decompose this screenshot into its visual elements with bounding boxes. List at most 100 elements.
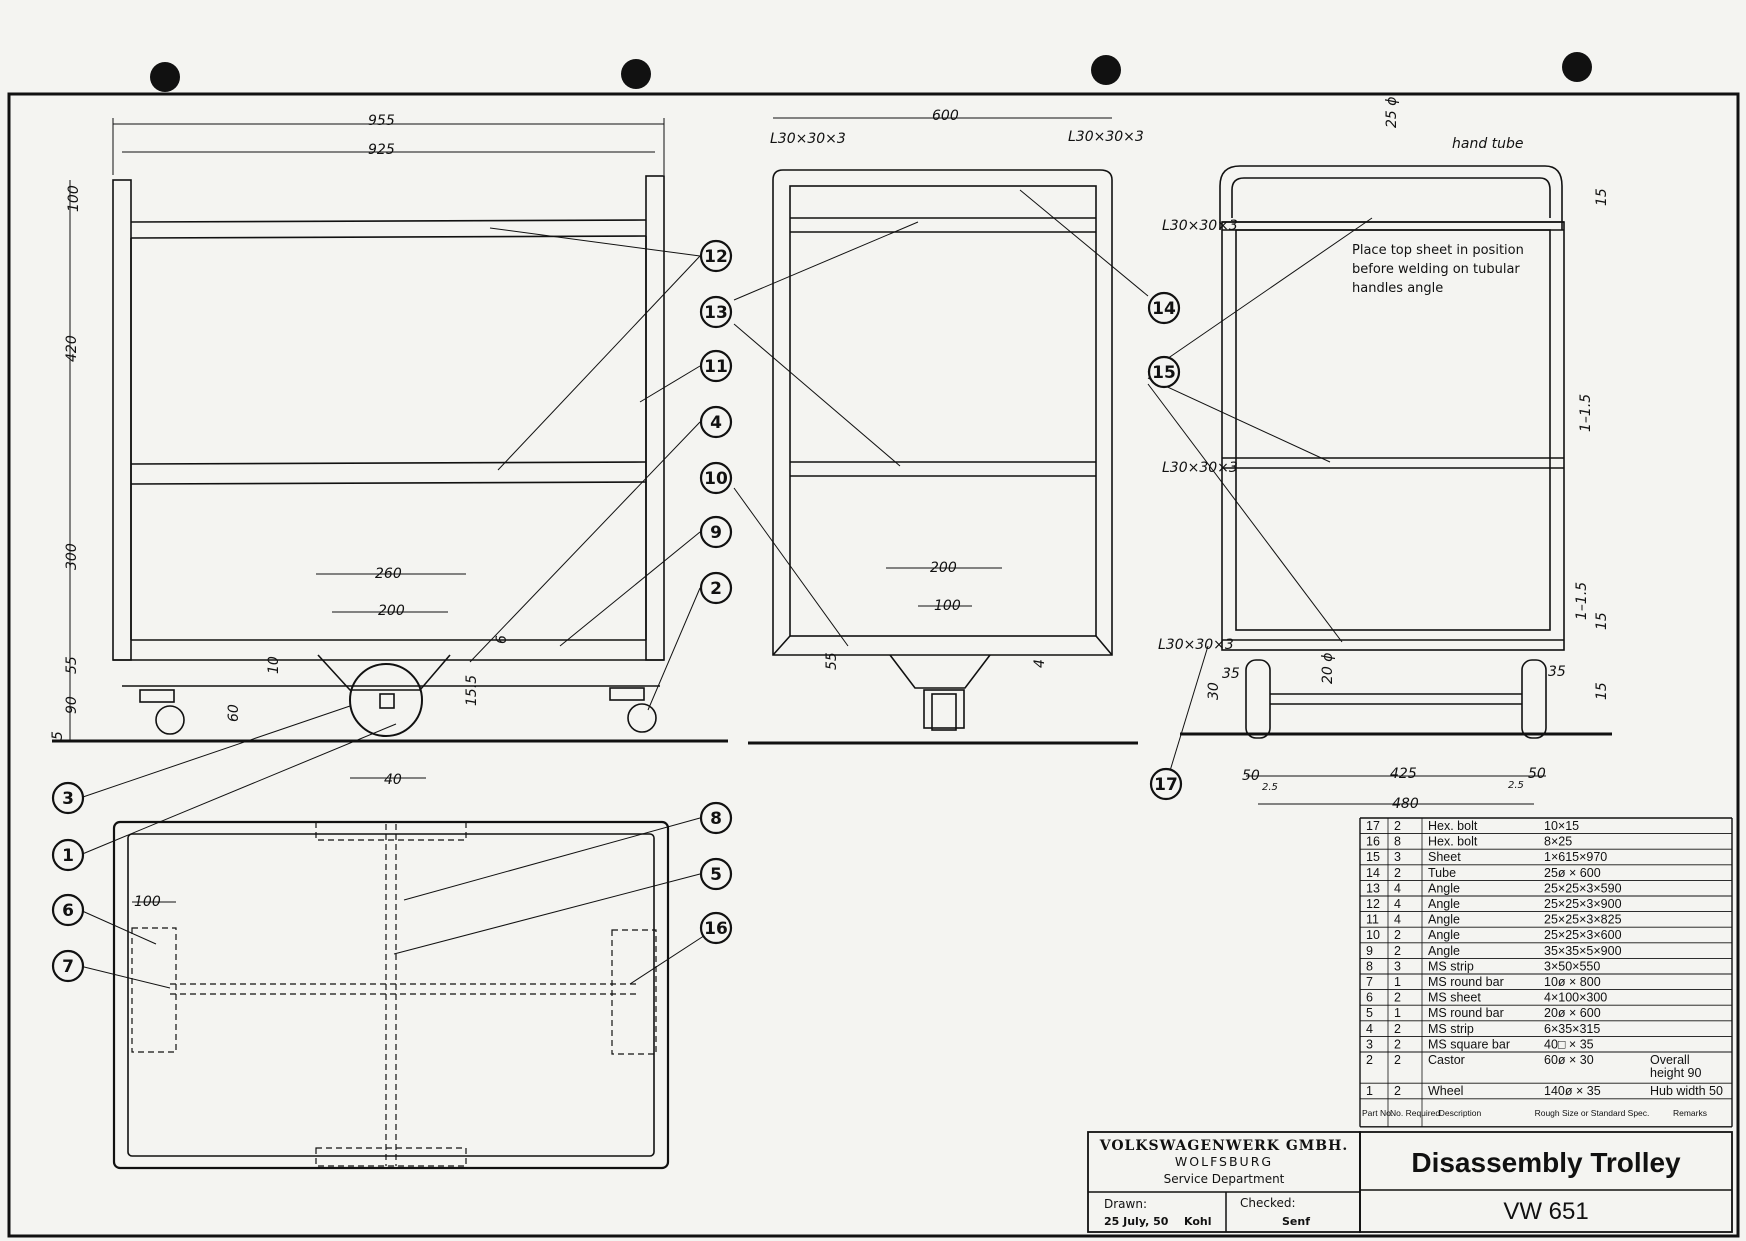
note-line-1: Place top sheet in position <box>1352 243 1524 258</box>
bom-size: 10ø × 800 <box>1544 975 1601 989</box>
dim-2-5-left: 2.5 <box>1262 782 1278 793</box>
bom-part: 10 <box>1366 928 1380 942</box>
front-view <box>52 118 728 779</box>
bom-desc: Castor <box>1428 1053 1465 1067</box>
dim-100: 100 <box>66 185 82 212</box>
bom-desc: Angle <box>1428 881 1460 895</box>
callout-label: 3 <box>62 789 74 809</box>
bom-desc: Angle <box>1428 944 1460 958</box>
bom-desc: MS sheet <box>1428 991 1481 1005</box>
callout-label: 17 <box>1154 775 1178 795</box>
callout-12: 12 <box>699 239 733 273</box>
callout-8: 8 <box>699 801 733 835</box>
bom-size: 20ø × 600 <box>1544 1006 1601 1020</box>
dim-15-5: 15.5 <box>464 675 480 706</box>
callout-3: 3 <box>51 781 85 815</box>
bom-size: 10×15 <box>1544 819 1579 833</box>
callout-label: 9 <box>710 523 722 543</box>
side-view <box>748 117 1138 745</box>
bom-size: 1×615×970 <box>1544 850 1607 864</box>
callout-17: 17 <box>1149 767 1183 801</box>
bom-qty: 2 <box>1394 944 1401 958</box>
title-block <box>1087 1131 1733 1233</box>
bom-size: 140ø × 35 <box>1544 1084 1601 1098</box>
bom-part: 1 <box>1366 1084 1373 1098</box>
bom-size: 25ø × 600 <box>1544 866 1601 880</box>
bom-desc: Hex. bolt <box>1428 835 1478 849</box>
dim-955: 955 <box>368 113 395 129</box>
bom-qty: 3 <box>1394 959 1401 973</box>
dim-55-side: 55 <box>824 652 840 670</box>
bom-desc: MS strip <box>1428 959 1474 973</box>
dim-4-side: 4 <box>1032 659 1048 668</box>
bom-qty: 2 <box>1394 991 1401 1005</box>
callout-6: 6 <box>51 893 85 927</box>
dim-50-left: 50 <box>1242 768 1260 784</box>
front-view-dimensions: 955 925 100 420 300 55 90 5 260 200 6 10… <box>50 113 510 788</box>
dim-6: 6 <box>494 635 510 644</box>
bom-part: 16 <box>1366 835 1380 849</box>
dim-angle-bottom: L30×30×3 <box>1158 637 1234 653</box>
bom-remark: height 90 <box>1650 1066 1701 1080</box>
company-city: WOLFSBURG <box>1175 1154 1273 1169</box>
bom-part: 17 <box>1366 819 1380 833</box>
dim-2-5-right: 2.5 <box>1508 780 1524 791</box>
callout-label: 2 <box>710 579 722 599</box>
bom-part: 7 <box>1366 975 1373 989</box>
dim-30: 30 <box>1206 682 1222 700</box>
dim-25-phi: 25 ϕ <box>1384 97 1400 129</box>
callout-4: 4 <box>699 405 733 439</box>
dim-925: 925 <box>368 142 395 158</box>
drawn-label: Drawn: <box>1104 1197 1147 1211</box>
bom-size: 35×35×5×900 <box>1544 944 1622 958</box>
callout-1: 1 <box>51 838 85 872</box>
leader-lines <box>79 189 1373 989</box>
plan-view-dimensions: 100 <box>134 894 161 910</box>
callout-label: 4 <box>710 413 722 433</box>
bom-part: 15 <box>1366 850 1380 864</box>
callout-label: 11 <box>704 357 728 377</box>
callout-7: 7 <box>51 949 85 983</box>
bom-remark: Hub width 50 <box>1650 1084 1723 1098</box>
callout-label: 1 <box>62 846 74 866</box>
dim-angle-mid: L30×30×3 <box>1162 460 1238 476</box>
callout-label: 10 <box>704 469 728 489</box>
bom-size: 25×25×3×600 <box>1544 928 1622 942</box>
bom-header: No. Required <box>1390 1108 1440 1118</box>
bom-desc: Angle <box>1428 913 1460 927</box>
hand-tube-label: hand tube <box>1452 136 1524 152</box>
title-block-text: VOLKSWAGENWERK GMBH. WOLFSBURG Service D… <box>1099 1138 1681 1228</box>
bom-qty: 2 <box>1394 928 1401 942</box>
bom-part: 14 <box>1366 866 1380 880</box>
callout-11: 11 <box>699 349 733 383</box>
callout-14: 14 <box>1147 291 1181 325</box>
plan-view <box>112 820 670 1170</box>
dim-50-right: 50 <box>1528 766 1546 782</box>
bom-desc: Angle <box>1428 928 1460 942</box>
callout-13: 13 <box>699 295 733 329</box>
sheet-border <box>7 92 1740 1238</box>
bom-qty: 2 <box>1394 819 1401 833</box>
callout-10: 10 <box>699 461 733 495</box>
callout-label: 16 <box>704 919 728 939</box>
bom-size: 3×50×550 <box>1544 959 1600 973</box>
bom-desc: Tube <box>1428 866 1456 880</box>
bom-size: 4×100×300 <box>1544 991 1607 1005</box>
drawing-number: VW 651 <box>1503 1198 1588 1225</box>
bom-size: 25×25×3×900 <box>1544 897 1622 911</box>
dim-55: 55 <box>64 656 80 674</box>
bom-header: Rough Size or Standard Spec. <box>1535 1108 1650 1118</box>
end-view-dimensions: 25 ϕ hand tube L30×30×3 L30×30×3 L30×30×… <box>1158 97 1610 813</box>
dim-600: 600 <box>932 108 959 124</box>
dim-100-plan: 100 <box>134 894 161 910</box>
callout-label: 12 <box>704 247 728 267</box>
bom-desc: Hex. bolt <box>1428 819 1478 833</box>
